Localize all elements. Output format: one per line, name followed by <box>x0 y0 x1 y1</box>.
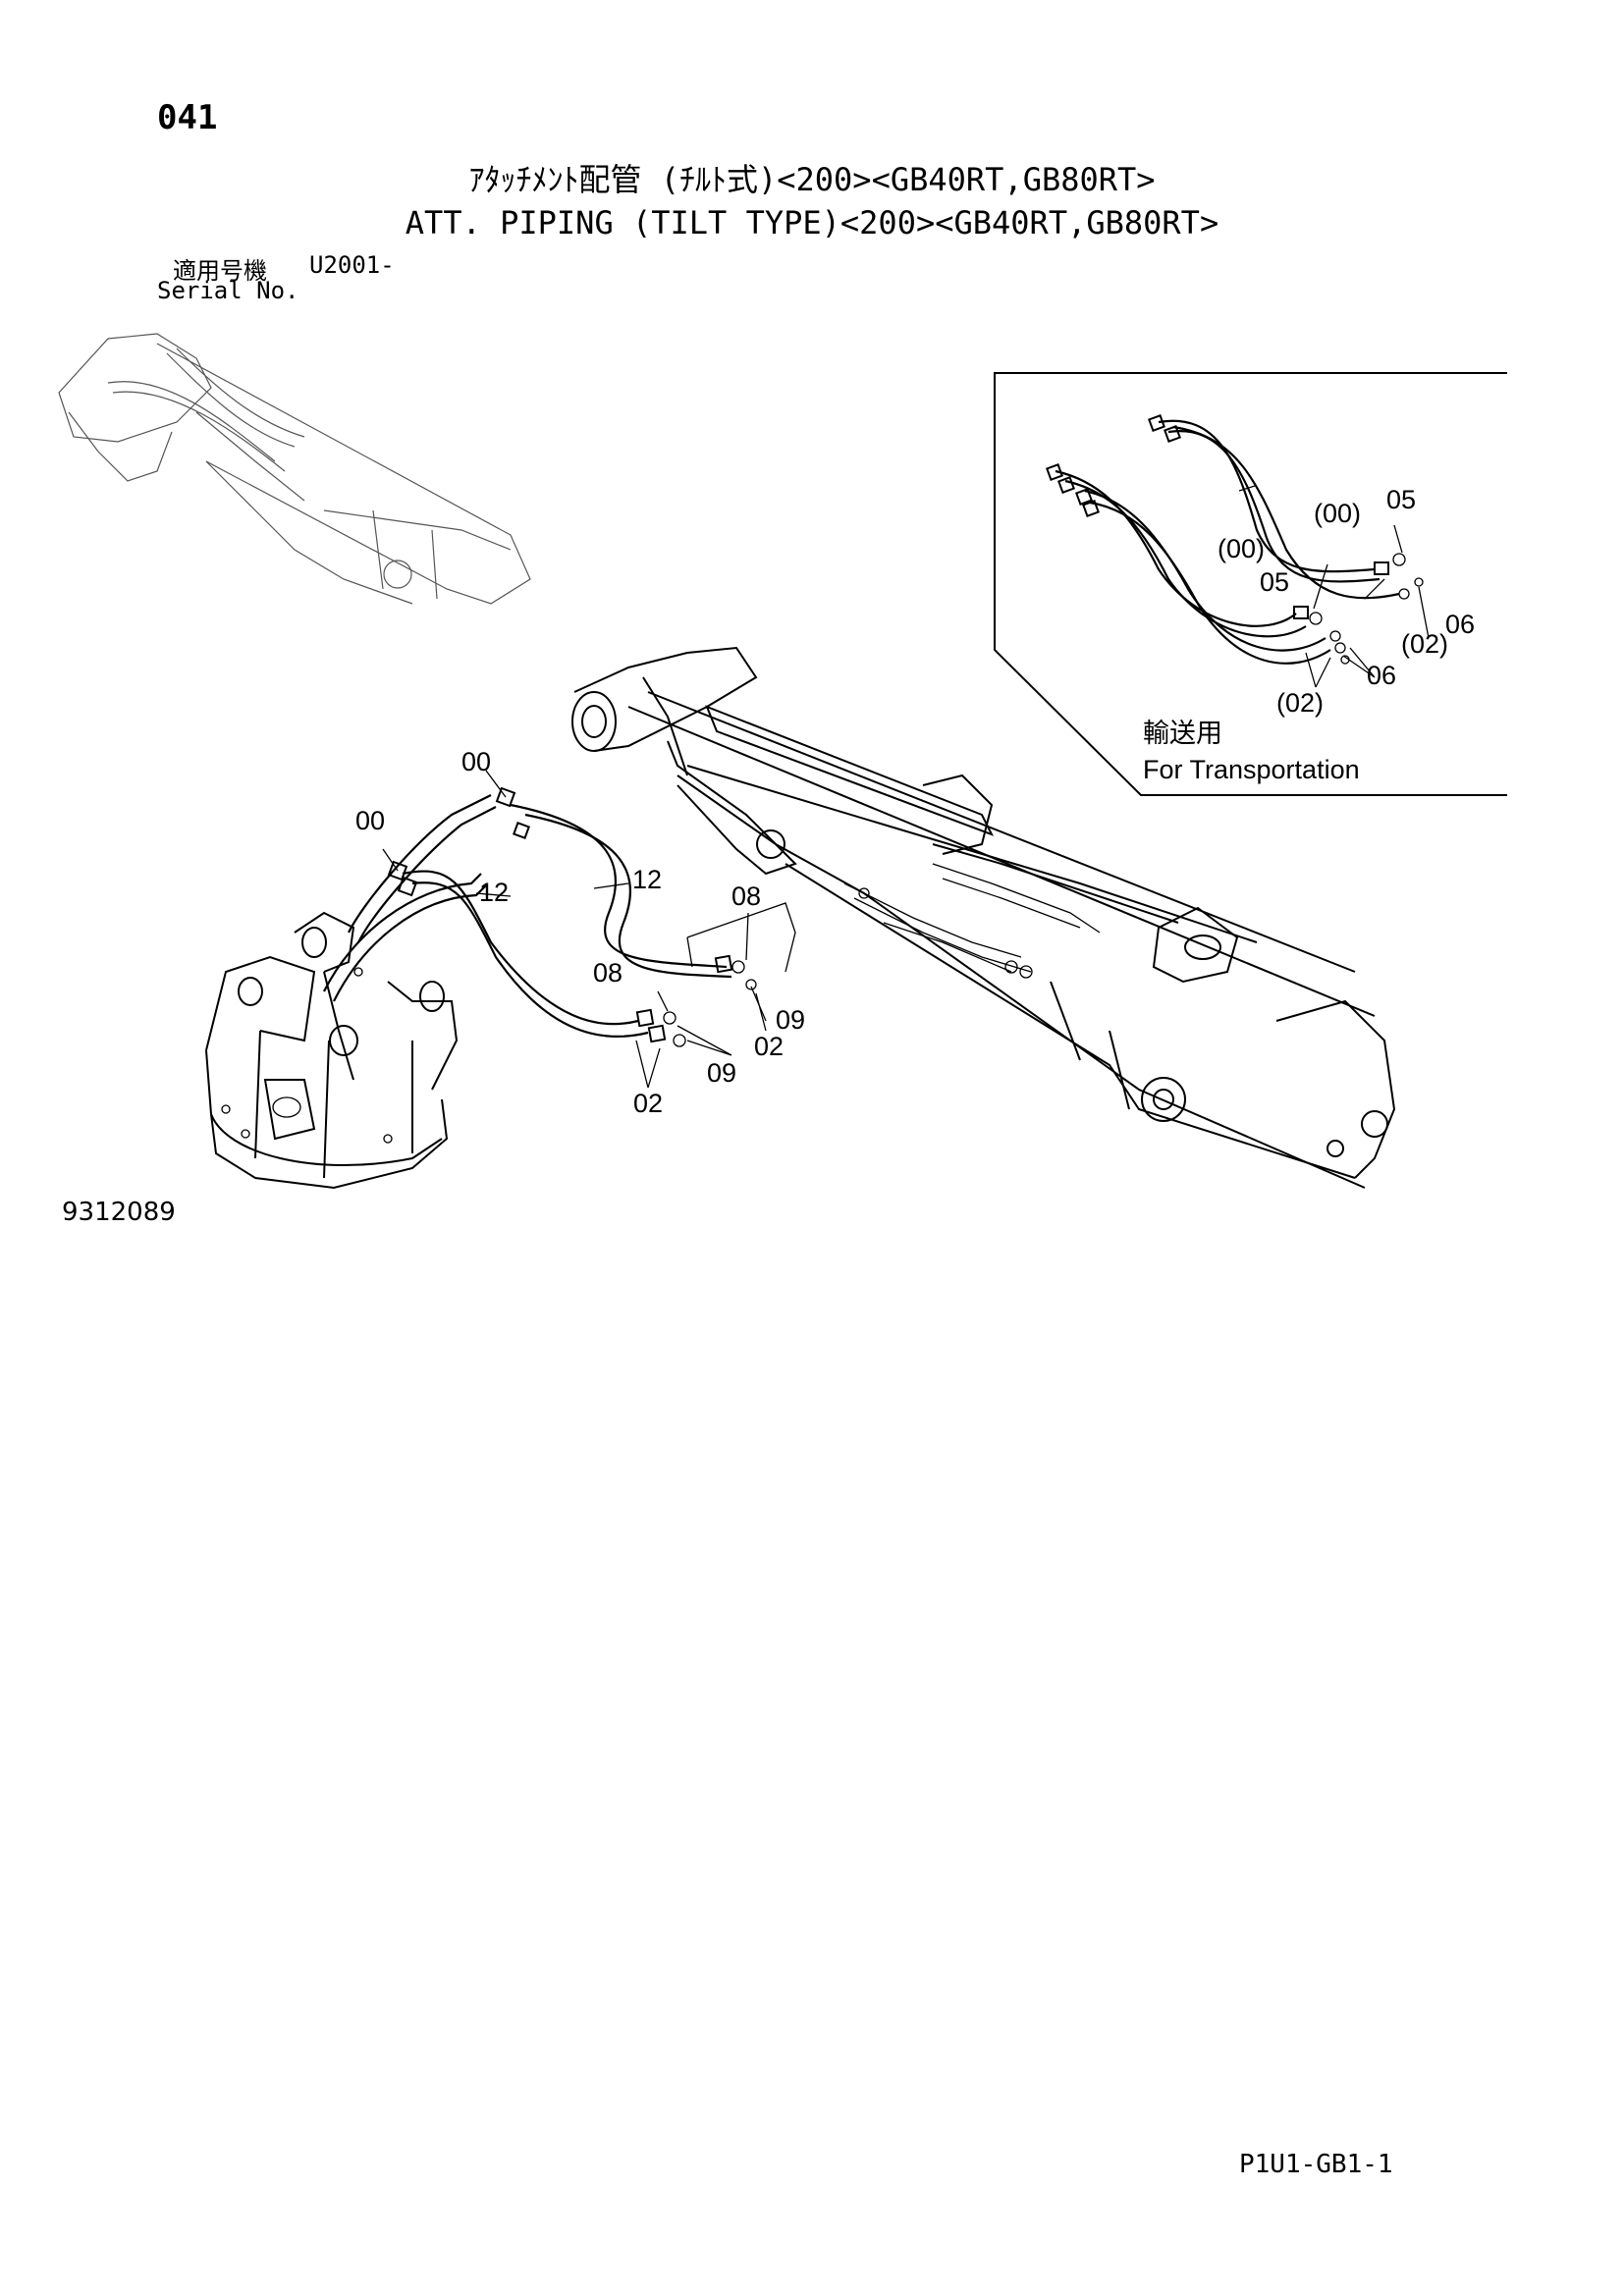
callout-08-left: 08 <box>593 958 623 988</box>
inset-label-english: For Transportation <box>1143 755 1360 784</box>
callout-00-lower: 00 <box>355 806 385 835</box>
title-japanese: ｱﾀｯﾁﾒﾝﾄ配管 (ﾁﾙﾄ式)<200><GB40RT,GB80RT> <box>468 161 1156 198</box>
title-english: ATT. PIPING (TILT TYPE)<200><GB40RT,GB80… <box>405 204 1219 241</box>
inset-label-japanese: 輸送用 <box>1143 719 1222 748</box>
inset-callout-02-bottom: (02) <box>1276 688 1324 718</box>
callout-09-right: 09 <box>776 1005 805 1035</box>
inset-callout-05-lower: 05 <box>1260 567 1289 597</box>
overview-boom-drawing <box>58 333 531 605</box>
callout-02-left: 02 <box>633 1089 663 1118</box>
callout-00-upper: 00 <box>461 747 491 776</box>
main-boom-drawing <box>571 646 1396 1189</box>
callout-12-right: 12 <box>632 865 662 894</box>
inset-callout-06-left: 06 <box>1367 661 1396 690</box>
page-number: 041 <box>157 98 218 137</box>
serial-label-english: Serial No. <box>157 277 299 304</box>
tilt-rotator-drawing <box>205 911 459 1190</box>
inset-callout-06-right: 06 <box>1445 610 1475 639</box>
serial-label-japanese: 適用号機 <box>173 257 267 285</box>
inset-callout-02-right: (02) <box>1401 629 1448 659</box>
callout-09-left: 09 <box>707 1058 736 1088</box>
main-hoses <box>323 770 796 1089</box>
transportation-inset <box>994 372 1507 796</box>
callout-08-right: 08 <box>731 881 761 911</box>
inset-callout-05-upper: 05 <box>1386 485 1416 514</box>
inset-callout-00-upper: (00) <box>1314 499 1361 528</box>
page-code: P1U1-GB1-1 <box>1239 2150 1393 2179</box>
serial-number-value: U2001- <box>309 251 395 279</box>
figure-number: 9312089 <box>62 1198 176 1227</box>
callout-12-left: 12 <box>479 878 509 907</box>
inset-callout-00-lower: (00) <box>1218 534 1265 563</box>
callout-02-right: 02 <box>754 1032 784 1061</box>
